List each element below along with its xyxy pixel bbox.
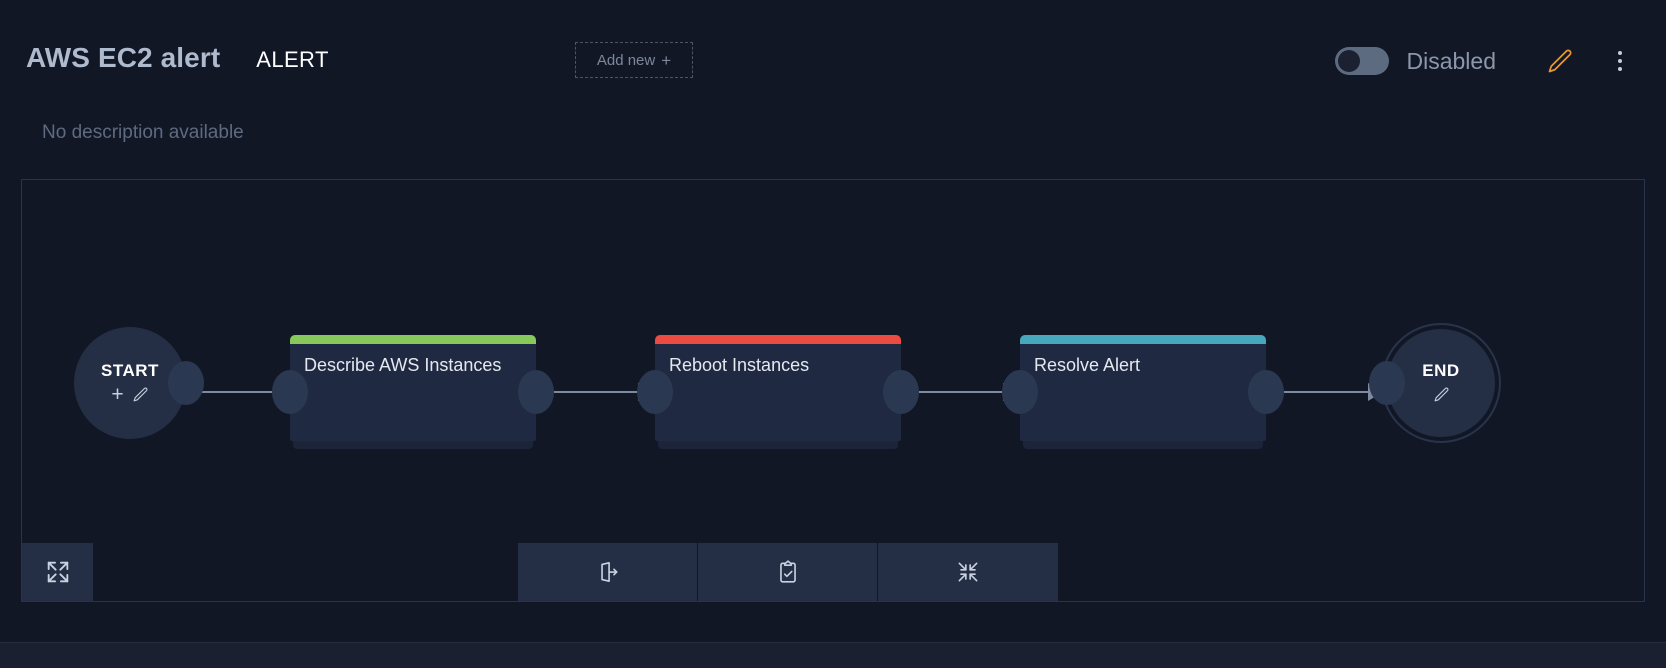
task-node-2-shadow [658,441,898,449]
flow-diagram: START + Describe AWS Instances [22,180,1644,601]
task-node-1-accent-bar [290,335,536,344]
task-node-2-body: Reboot Instances [655,335,901,441]
add-new-label: Add new [596,51,656,69]
clipboard-check-icon [779,560,796,583]
connector-task-3-to-end [1284,391,1382,393]
task-node-2[interactable]: Reboot Instances [637,335,919,449]
task-node-3-body: Resolve Alert [1020,335,1266,441]
task-node-1[interactable]: Describe AWS Instances [272,335,554,449]
collapse-icon [958,562,978,582]
enable-toggle[interactable] [1334,47,1389,75]
start-node[interactable]: START + [74,327,204,439]
task-node-3-accent-bar [1020,335,1266,344]
bottom-strip [0,642,1666,668]
kebab-menu-icon [1618,51,1622,71]
pencil-icon [1548,49,1572,73]
export-button[interactable] [518,543,698,601]
end-node[interactable]: END [1369,323,1501,443]
task-node-3-output-port[interactable] [1248,370,1284,414]
task-node-3-shadow [1023,441,1263,449]
connector-task-1-to-task-2 [554,391,652,393]
page-header: AWS EC2 alert ALERT Add new + Disabled [0,0,1666,108]
more-options-button[interactable] [1598,39,1642,83]
end-node-label: END [1422,361,1460,380]
task-node-1-input-port[interactable] [272,370,308,414]
export-icon [600,561,617,583]
header-actions: Disabled [1334,39,1643,83]
pencil-icon[interactable] [132,386,149,403]
fullscreen-button[interactable] [22,543,93,601]
title-block: AWS EC2 alert ALERT [26,42,329,74]
task-node-3-title: Resolve Alert [1034,355,1141,375]
end-node-input-port[interactable] [1369,361,1405,405]
task-node-2-accent-bar [655,335,901,344]
task-node-1-output-port[interactable] [518,370,554,414]
add-new-button[interactable]: Add new + [575,42,693,78]
status-badge: ALERT [256,47,329,72]
start-node-output-port[interactable] [168,361,204,405]
task-node-3-input-port[interactable] [1002,370,1038,414]
canvas-toolbar [518,543,1058,601]
page-title: AWS EC2 alert [26,42,221,73]
task-node-2-input-port[interactable] [637,370,673,414]
start-node-label: START [101,361,159,380]
toggle-knob [1337,50,1360,72]
start-node-actions: + [111,383,148,405]
connector-start-to-task-1 [194,391,292,393]
toggle-state-label: Disabled [1406,47,1497,74]
expand-icon [47,561,68,583]
connector-task-2-to-task-3 [919,391,1017,393]
workflow-canvas[interactable]: START + Describe AWS Instances [21,179,1645,602]
plus-icon[interactable]: + [111,382,124,406]
task-node-2-title: Reboot Instances [669,355,810,375]
description-text: No description available [42,122,244,143]
edit-button[interactable] [1538,39,1582,83]
task-node-1-shadow [293,441,533,449]
task-node-2-output-port[interactable] [883,370,919,414]
task-node-3[interactable]: Resolve Alert [1002,335,1284,449]
end-node-actions [1433,383,1450,405]
pencil-icon[interactable] [1433,386,1450,403]
task-node-1-title: Describe AWS Instances [304,355,502,375]
validate-button[interactable] [698,543,878,601]
collapse-button[interactable] [878,543,1058,601]
plus-icon: + [661,50,672,70]
task-node-1-body: Describe AWS Instances [290,335,536,441]
